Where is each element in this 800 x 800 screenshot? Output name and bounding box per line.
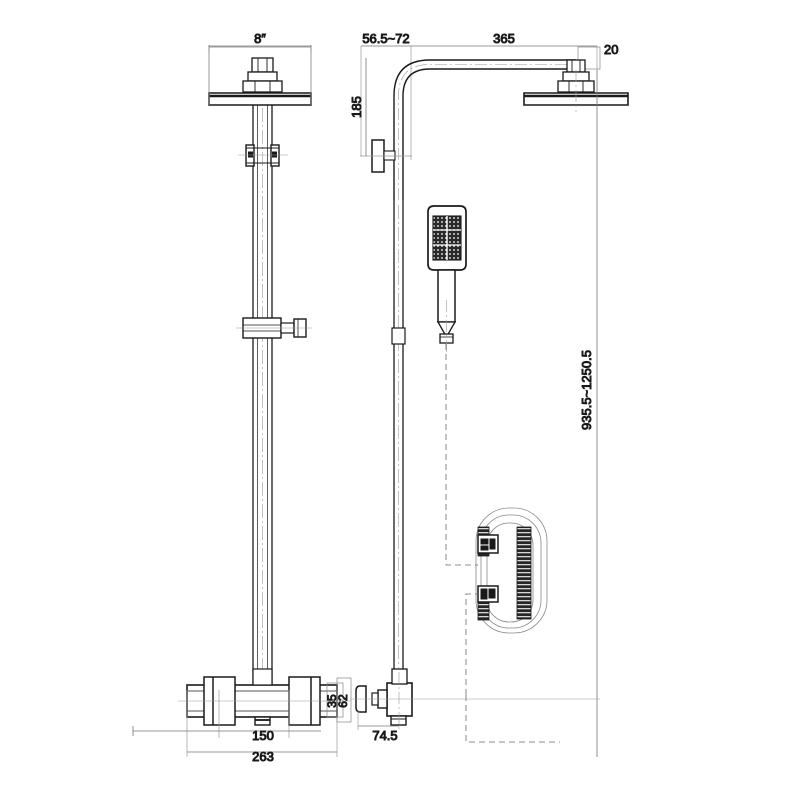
wall-inlet-connector xyxy=(350,668,600,732)
hose-connector-lower xyxy=(477,585,499,603)
dimension-wall-offset: 56.5~72 xyxy=(360,31,412,160)
dimension-valve-height: 35 62 xyxy=(325,677,352,723)
dim-label-wall-offset: 56.5~72 xyxy=(362,31,409,46)
dim-label-inlet-projection: 74.5 xyxy=(372,728,397,743)
inlet-leader-line xyxy=(465,695,560,743)
handset-outlet xyxy=(254,716,271,726)
riser-pipe-front xyxy=(252,105,273,690)
wall-bracket xyxy=(360,139,412,173)
dimension-valve-width: 263 xyxy=(187,749,337,765)
dimension-valve-centers: 150 xyxy=(132,726,321,744)
dimension-arm-drop: 185 xyxy=(349,58,367,156)
dim-label-head-thickness: 20 xyxy=(604,42,618,57)
handset-holder xyxy=(236,317,312,339)
dim-label-riser-height: 935.5~1250.5 xyxy=(579,350,594,430)
dim-label-arm-drop: 185 xyxy=(349,96,364,118)
dim-label-valve-width: 263 xyxy=(252,749,274,764)
flexible-shower-hose xyxy=(475,507,548,634)
hose-leader-lines xyxy=(445,344,478,695)
thermostatic-valve-body xyxy=(178,668,350,726)
curved-shower-arm xyxy=(393,59,576,200)
hand-shower-handset xyxy=(427,205,467,352)
dimension-helper-lines-front xyxy=(186,52,338,757)
dimension-head-thickness: 20 xyxy=(577,42,619,70)
overhead-shower-head-front xyxy=(208,57,312,106)
riser-pipe-side xyxy=(391,200,406,670)
dimension-head-diameter: 8″ xyxy=(208,31,312,52)
dim-label-valve-body-depth: 62 xyxy=(336,694,350,708)
dim-label-valve-body-height: 35 xyxy=(325,694,339,708)
hose-ribbing-right xyxy=(516,526,532,620)
dim-label-head-diameter: 8″ xyxy=(254,31,266,46)
slide-bar-bracket xyxy=(238,144,288,167)
dimension-arm-reach: 365 xyxy=(411,31,597,47)
hose-connector-upper xyxy=(477,534,499,554)
dim-label-arm-reach: 365 xyxy=(493,31,515,46)
dimension-riser-height: 935.5~1250.5 xyxy=(579,70,598,757)
overhead-shower-head-side xyxy=(523,59,629,112)
dim-label-valve-centers: 150 xyxy=(252,728,274,743)
dimension-inlet-projection: 74.5 xyxy=(357,710,399,744)
